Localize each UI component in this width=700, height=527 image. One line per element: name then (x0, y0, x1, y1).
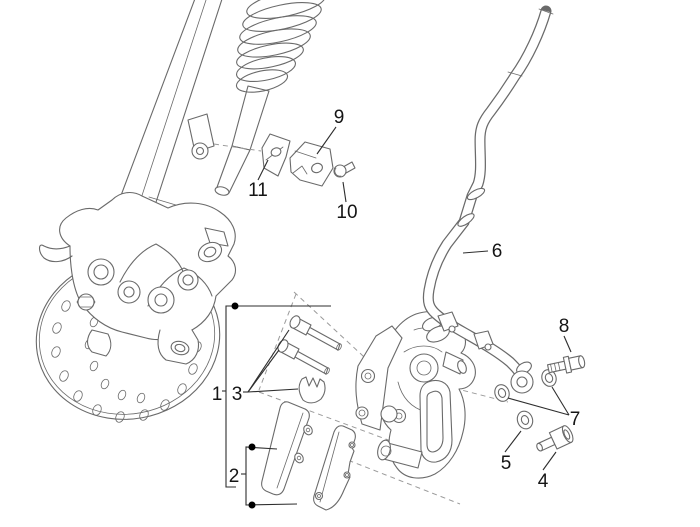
callout-label-8: 8 (559, 316, 570, 337)
fork-hose-bracket (187, 113, 215, 160)
alignment-dashed-line (213, 143, 262, 152)
hose-clip-part11 (261, 133, 291, 177)
callout-label-4: 4 (538, 471, 549, 492)
banjo-bolt-part8 (547, 355, 586, 374)
caliper-arm (419, 379, 453, 463)
suspension-spring (235, 0, 326, 93)
banjo-fitting (510, 361, 534, 394)
brake-caliper (355, 311, 476, 479)
pad-pin (277, 339, 330, 375)
brake-hose (422, 5, 554, 394)
callout-label-9: 9 (334, 107, 345, 128)
pad-mounting-pins (277, 315, 342, 375)
hose-ferrule (457, 187, 486, 227)
callout-leaders (222, 126, 572, 506)
pad-pin (289, 315, 342, 351)
caliper-piston (377, 405, 423, 469)
brake-pad (261, 401, 313, 496)
callout-dots (231, 302, 256, 509)
callout-label-6: 6 (492, 241, 503, 262)
callout-label-2: 2 (229, 466, 240, 487)
callout-label-1: 1 (212, 384, 223, 405)
caliper-fluid-boss (442, 351, 467, 375)
washer-part5 (516, 410, 534, 430)
brake-pad (313, 425, 356, 511)
axle-bolt (76, 293, 96, 311)
caliper-bracket-plate (355, 325, 407, 431)
hose-clamp-part9 (289, 141, 334, 187)
callout-label-5: 5 (501, 453, 512, 474)
clamp-screw-part10 (333, 161, 356, 178)
hose-clip (437, 311, 494, 351)
callout-label-7: 7 (570, 409, 581, 430)
mounting-bolt-part4 (536, 425, 574, 452)
shock-absorber (214, 85, 270, 196)
callout-label-3: 3 (232, 384, 243, 405)
sealing-washers-part7 (494, 369, 557, 402)
fork-bottom-hub (38, 191, 237, 365)
callout-label-10: 10 (336, 202, 357, 223)
disc-holes (51, 300, 202, 423)
callout-labels: 1 2 3 4 5 6 7 8 9 10 11 (212, 107, 581, 492)
brake-pads (261, 376, 356, 511)
callout-label-11: 11 (248, 180, 268, 201)
pad-spring-clip (298, 376, 326, 404)
